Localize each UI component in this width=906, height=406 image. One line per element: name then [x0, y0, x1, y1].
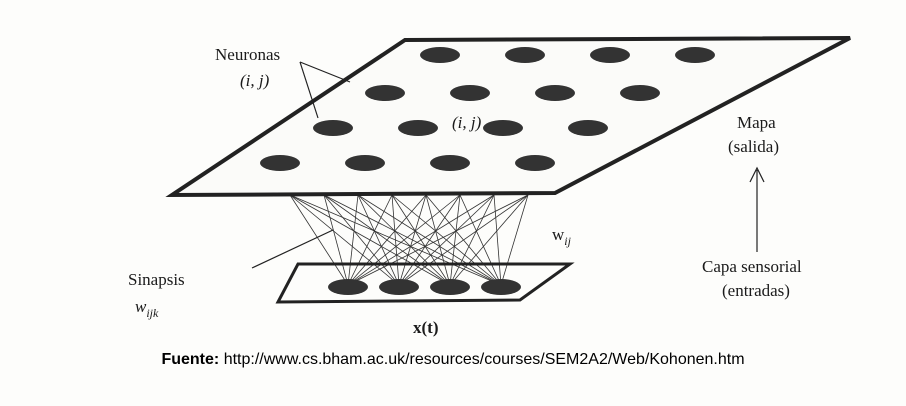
label-mapa: Mapa [737, 113, 776, 132]
synapse-line [500, 194, 529, 286]
synapse-line [449, 194, 461, 286]
synapse-line [323, 194, 502, 286]
synapse-line [357, 194, 502, 286]
wijk-subscript: ijk [146, 306, 159, 320]
synapse-line [391, 194, 451, 286]
source-url: http://www.cs.bham.ac.uk/resources/cours… [223, 351, 745, 368]
neurona-pointer-arrow [299, 61, 351, 83]
sinapsis-pointer-arrow [251, 229, 334, 269]
source-caption: Fuente: http://www.cs.bham.ac.uk/resourc… [0, 351, 906, 369]
map-neuron [590, 47, 630, 63]
map-neuron [345, 155, 385, 171]
map-neuron [450, 85, 490, 101]
map-neuron [260, 155, 300, 171]
map-neurons [260, 47, 715, 171]
wij-subscript: ij [564, 234, 571, 248]
input-neuron [379, 279, 419, 295]
label-wij: wij [552, 225, 572, 248]
map-neuron [535, 85, 575, 101]
neurona-pointer-arrow [299, 61, 319, 119]
input-layer-plane [275, 262, 575, 304]
synapse-line [323, 194, 451, 286]
map-neuron [568, 120, 608, 136]
synapse-lines [289, 194, 529, 286]
map-neuron [620, 85, 660, 101]
map-neuron [515, 155, 555, 171]
synapse-line [289, 194, 502, 286]
map-neuron [430, 155, 470, 171]
synapse-line [357, 194, 400, 286]
map-neuron [505, 47, 545, 63]
map-neuron [483, 120, 523, 136]
synapse-line [323, 194, 400, 286]
synapse-line [347, 194, 359, 286]
map-neuron [313, 120, 353, 136]
output-map-plane [165, 36, 851, 198]
caption-prefix: Fuente: [161, 351, 220, 368]
input-neuron [430, 279, 470, 295]
synapse-line [493, 194, 502, 286]
label-salida: (salida) [728, 137, 779, 156]
synapse-line [425, 194, 451, 286]
synapse-line [449, 194, 529, 286]
annotation-arrows [251, 61, 765, 269]
synapse-line [459, 194, 502, 286]
map-neuron [675, 47, 715, 63]
synapse-line [323, 194, 349, 286]
synapse-line [289, 194, 400, 286]
map-neuron [365, 85, 405, 101]
label-ij-center: (i, j) [452, 113, 482, 132]
input-neuron [328, 279, 368, 295]
synapse-line [449, 194, 495, 286]
label-sinapsis: Sinapsis [128, 270, 185, 289]
synapse-line [391, 194, 502, 286]
input-neurons [328, 279, 521, 295]
synapse-line [357, 194, 451, 286]
wijk-symbol: w [135, 297, 147, 316]
synapse-line [425, 194, 502, 286]
map-neuron [398, 120, 438, 136]
label-entradas: (entradas) [722, 281, 790, 300]
label-capa-sensorial: Capa sensorial [702, 257, 802, 276]
label-xt: x(t) [413, 318, 438, 337]
label-ij-left: (i, j) [240, 71, 270, 90]
map-neuron [420, 47, 460, 63]
synapse-line [289, 194, 451, 286]
label-neuronas: Neuronas [215, 45, 280, 64]
wij-symbol: w [552, 225, 565, 244]
label-wijk: wijk [135, 297, 159, 320]
synapse-line [289, 194, 349, 286]
up-arrow-icon [749, 166, 765, 252]
input-neuron [481, 279, 521, 295]
